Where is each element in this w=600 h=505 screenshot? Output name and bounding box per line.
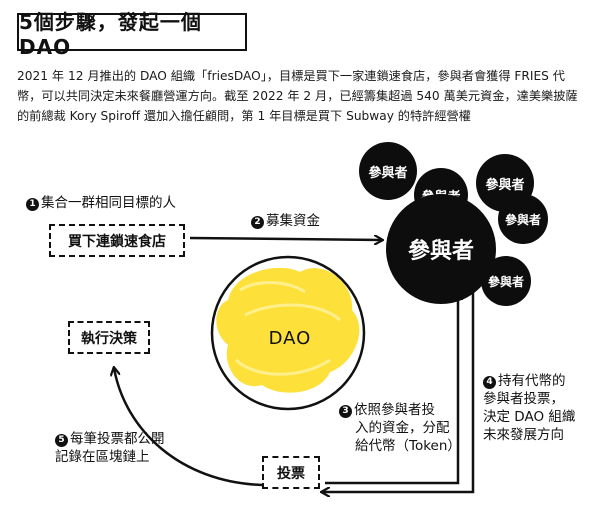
step-number-1: 1	[26, 197, 39, 211]
dao-circle	[210, 255, 366, 411]
arrow-vote	[322, 292, 475, 492]
step-4-line-3: 決定 DAO 組織	[483, 409, 576, 425]
step-number-2: 2	[251, 215, 264, 229]
arrow-allocate-tokens	[325, 292, 458, 485]
execute-decision-box: 執行決策	[68, 321, 150, 354]
step-3-line-3: 給代幣（Token）	[355, 438, 461, 454]
execute-decision-label: 執行決策	[81, 330, 137, 347]
step-5-line-1: 每筆投票都公開	[70, 431, 165, 447]
page-title: 5個步驟，發起一個DAO	[17, 10, 247, 59]
buy-chain-box: 買下連鎖速食店	[49, 224, 185, 257]
step-4-line-1: 持有代幣的	[498, 373, 566, 389]
step-4-line-2: 參與者投票，	[483, 391, 564, 407]
vote-label: 投票	[277, 465, 305, 482]
intro-paragraph: 2021 年 12 月推出的 DAO 組織「friesDAO」，目標是買下一家連…	[17, 69, 578, 123]
arrow-record-on-chain	[114, 368, 263, 487]
participant-ball: 參與者	[481, 256, 531, 306]
page-title-text: 5個步驟，發起一個DAO	[19, 9, 202, 59]
participant-ball-main: 參與者	[386, 194, 496, 304]
step-5-line-2: 記錄在區塊鏈上	[55, 449, 150, 465]
step-3-line-2: 入的資金，分配	[355, 420, 450, 436]
step-1-text: 集合一群相同目標的人	[41, 195, 176, 211]
dao-label: DAO	[268, 328, 312, 349]
step-number-3: 3	[339, 404, 352, 418]
step-4-line-4: 未來發展方向	[483, 427, 564, 443]
vote-box: 投票	[262, 456, 320, 489]
step-number-4: 4	[483, 375, 496, 389]
dao-yellow-blob	[216, 267, 360, 393]
participant-ball: 參與者	[498, 194, 548, 244]
buy-chain-label: 買下連鎖速食店	[68, 233, 166, 250]
step-2-text: 募集資金	[266, 213, 320, 229]
step-3-line-1: 依照參與者投	[354, 402, 435, 418]
participant-ball: 參與者	[359, 142, 417, 200]
step-number-5: 5	[55, 433, 68, 447]
arrow-fundraise	[189, 238, 382, 240]
